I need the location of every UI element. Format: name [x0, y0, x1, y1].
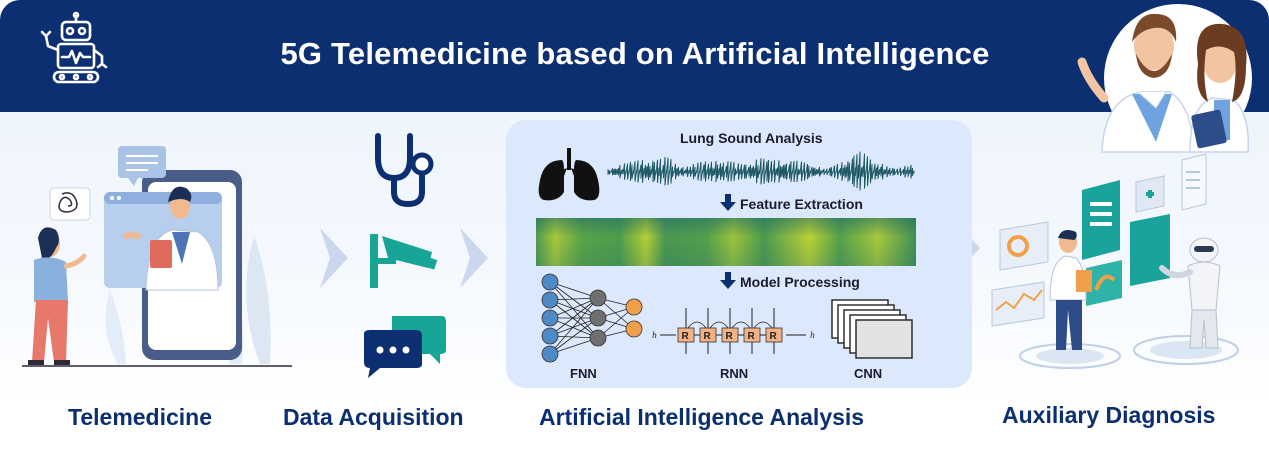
spectrogram — [536, 218, 916, 266]
svg-text:h: h — [810, 331, 815, 340]
fnn-node — [589, 309, 607, 327]
stage-telemedicine-label: Telemedicine — [68, 404, 213, 430]
cnn-label: CNN — [854, 366, 883, 381]
stage-ai-analysis-label: Artificial Intelligence Analysis — [539, 404, 865, 430]
auxiliary-diagnosis-illustration — [991, 153, 1239, 369]
rnn-skip-edge — [753, 321, 773, 329]
cnn-feature-maps — [831, 299, 913, 359]
fnn-edge — [549, 317, 599, 337]
fnn-label: FNN — [570, 366, 597, 381]
stage-auxiliary-diagnosis-label: Auxiliary Diagnosis — [1002, 402, 1216, 428]
fnn-edge — [549, 281, 599, 339]
fnn-edge — [549, 337, 599, 355]
fnn-node — [541, 309, 559, 327]
fnn-edge — [549, 297, 599, 355]
fnn-node — [625, 298, 643, 316]
fnn-network-diagram — [541, 273, 643, 363]
chevron-right-icon — [320, 228, 348, 288]
telemedicine-illustration — [22, 146, 292, 367]
rnn-skip-edge — [687, 321, 707, 329]
page-title: 5G Telemedicine based on Artificial Inte… — [280, 36, 990, 71]
stethoscope-icon — [375, 133, 434, 208]
fnn-node — [541, 345, 559, 363]
down-arrow-icon — [720, 194, 736, 211]
chat-icon — [364, 316, 446, 378]
fnn-edge — [549, 317, 599, 355]
waveform-trace — [607, 151, 915, 191]
rnn-cell-glyph: R — [748, 331, 756, 342]
camera-icon — [370, 234, 438, 288]
rnn-cell-glyph: R — [682, 331, 690, 342]
fnn-edge — [549, 317, 599, 339]
rnn-skip-edge — [709, 321, 729, 329]
rnn-cell-glyph: R — [726, 331, 734, 342]
title-banner — [0, 0, 1269, 112]
fnn-edge — [549, 299, 599, 319]
rnn-label: RNN — [720, 366, 749, 381]
rnn-cell-glyph: R — [704, 331, 712, 342]
rnn-cell-glyph: R — [770, 331, 778, 342]
fnn-node — [541, 291, 559, 309]
fnn-node — [589, 289, 607, 307]
doctors-illustration — [1077, 4, 1252, 153]
fnn-edge — [549, 281, 599, 299]
svg-text:h: h — [652, 331, 657, 340]
fnn-node — [541, 327, 559, 345]
chevron-right-icon — [460, 228, 488, 288]
fnn-node — [625, 320, 643, 338]
feature-extraction-label: Feature Extraction — [740, 196, 863, 212]
stage-data-acquisition-label: Data Acquisition — [283, 404, 464, 430]
fnn-edge — [549, 281, 599, 319]
down-arrow-icon — [720, 272, 736, 289]
robot-icon — [40, 11, 108, 84]
lung-sound-waveform — [607, 151, 915, 191]
model-processing-label: Model Processing — [740, 274, 860, 290]
fnn-edge — [549, 297, 599, 337]
fnn-edge — [549, 297, 599, 319]
rnn-skip-edge — [731, 321, 751, 329]
lung-sound-label: Lung Sound Analysis — [680, 130, 823, 146]
lungs-icon — [538, 148, 600, 201]
fnn-node — [541, 273, 559, 291]
fnn-edge — [549, 299, 599, 339]
fnn-node — [589, 329, 607, 347]
